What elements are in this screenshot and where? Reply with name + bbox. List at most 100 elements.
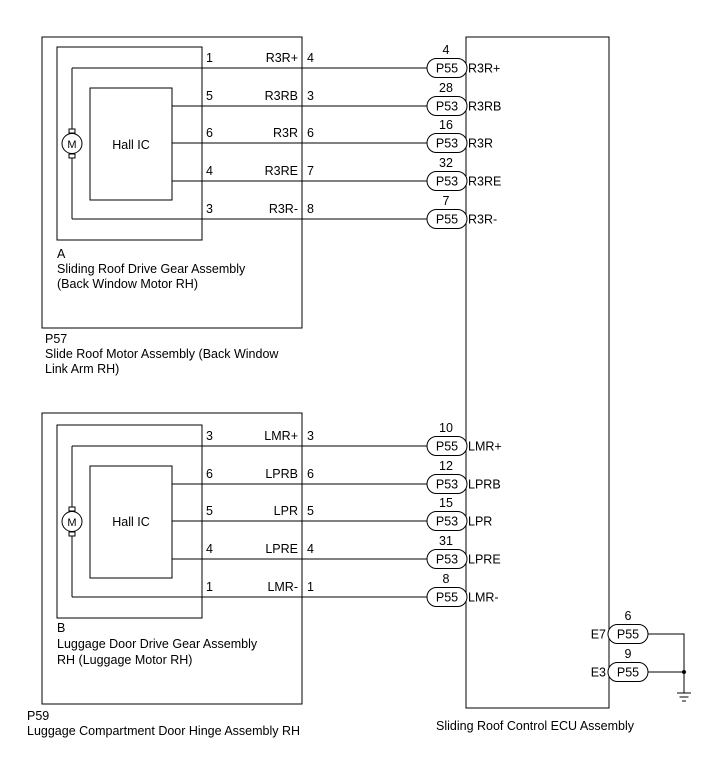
p59-wire-1-signal: LPRB [265,467,298,481]
ground-pin-0-signal: E7 [591,628,606,642]
ecu-title: Sliding Roof Control ECU Assembly [436,719,635,733]
ground-pin-1-connector-badge-label: P55 [617,666,639,680]
p59-connector-id: P59 [27,709,49,723]
p57-sub-line1: Sliding Roof Drive Gear Assembly [57,262,246,276]
p59-wire-2-ecu-signal: LPR [468,515,492,529]
p59-wire-2-ecu-pin: 15 [439,496,453,510]
p57-wire-0-inner-pin: 1 [206,51,213,65]
ground-pin-0-connector-badge-label: P55 [617,628,639,642]
p57-wire-2-connector-badge-label: P53 [436,137,458,151]
p59-wire-0-connector-badge-label: P55 [436,440,458,454]
p59-wire-2-connector-badge-label: P53 [436,515,458,529]
p59-wire-0-ecu-signal: LMR+ [468,440,502,454]
p57-title-line1: Slide Roof Motor Assembly (Back Window [45,347,279,361]
p57-motor-icon: M [61,128,83,159]
p57-wire-3-inner-pin: 4 [206,164,213,178]
p59-wire-0-ecu-pin: 10 [439,421,453,435]
p59-wire-1-connector-badge-label: P53 [436,478,458,492]
p59-wire-4-ecu-signal: LMR- [468,591,499,605]
p57-wire-4-inner-pin: 3 [206,202,213,216]
ground-pin-1-number: 9 [625,647,632,661]
p57-wire-4-connector-badge-label: P55 [436,213,458,227]
p59-wire-1-ecu-signal: LPRB [468,478,501,492]
p59-wire-3-signal: LPRE [265,542,298,556]
ground-pin-1-signal: E3 [591,666,606,680]
p59-wire-2-outer-pin: 5 [307,504,314,518]
p57-wire-2-outer-pin: 6 [307,126,314,140]
ground-icon [677,692,691,702]
p57-wire-0-ecu-pin: 4 [443,43,450,57]
p59-wire-4-connector-badge: P55 [426,587,468,607]
ground-pin-0-number: 6 [625,609,632,623]
p59-wire-3-connector-badge: P53 [426,549,468,569]
p59-wire-1-connector-badge: P53 [426,474,468,494]
p57-wire-4-ecu-signal: R3R- [468,213,497,227]
p59-wire-4-inner-pin: 1 [206,580,213,594]
p59-sub-line2: RH (Luggage Motor RH) [57,653,192,667]
p57-wire-0-outer-pin: 4 [307,51,314,65]
p57-wire-0-ecu-signal: R3R+ [468,62,500,76]
p57-sub-line2: (Back Window Motor RH) [57,277,198,291]
p59-sub-line1: Luggage Door Drive Gear Assembly [57,637,258,651]
p57-wire-1-ecu-pin: 28 [439,81,453,95]
ground-wire-e7 [648,633,685,672]
p57-wire-3-connector-badge: P53 [426,171,468,191]
p59-sub-letter: B [57,621,65,635]
p57-wire-3-ecu-pin: 32 [439,156,453,170]
p59-wire-1-outer-pin: 6 [307,467,314,481]
p57-wire-3-ecu-signal: R3RE [468,175,501,189]
p57-wire-2-signal: R3R [273,126,298,140]
p59-wire-2-inner-pin: 5 [206,504,213,518]
p59-wire-0-signal: LMR+ [264,429,298,443]
p57-hall-ic-box [89,87,173,201]
p57-wire-3-signal: R3RE [265,164,298,178]
p57-wire-1-inner-pin: 5 [206,89,213,103]
p57-wire-0-connector-badge: P55 [426,58,468,78]
p57-wire-1-signal: R3RB [265,89,298,103]
p57-wire-4-outer-pin: 8 [307,202,314,216]
p59-wire-4-outer-pin: 1 [307,580,314,594]
p57-wire-1-connector-badge: P53 [426,96,468,116]
p59-wire-3-connector-badge-label: P53 [436,553,458,567]
p59-wire-4-ecu-pin: 8 [443,572,450,586]
p59-wire-4-connector-badge-label: P55 [436,591,458,605]
p57-connector-id: P57 [45,332,67,346]
p57-wire-2-connector-badge: P53 [426,133,468,153]
p59-wire-0-outer-pin: 3 [307,429,314,443]
ground-junction-dot [682,670,686,674]
p57-outer-box [41,36,303,329]
p57-wire-1-ecu-signal: R3RB [468,100,501,114]
p59-wire-3-inner-pin: 4 [206,542,213,556]
p57-hall-ic-label: Hall IC [112,138,150,152]
p57-wire-4-ecu-pin: 7 [443,194,450,208]
p59-wire-3-ecu-signal: LPRE [468,553,501,567]
p59-hall-ic-label: Hall IC [112,515,150,529]
p59-wire-0-inner-pin: 3 [206,429,213,443]
p59-wire-2-connector-badge: P53 [426,511,468,531]
p57-wire-3-connector-badge-label: P53 [436,175,458,189]
p57-sub-letter: A [57,247,66,261]
p57-wire-1-outer-pin: 3 [307,89,314,103]
p59-motor-icon: M [61,506,83,537]
p59-wire-1-ecu-pin: 12 [439,459,453,473]
p59-wire-1-inner-pin: 6 [206,467,213,481]
ground-pin-1-connector-badge: P55 [607,662,649,682]
p59-title-line1: Luggage Compartment Door Hinge Assembly … [27,724,300,738]
p57-wire-2-ecu-signal: R3R [468,137,493,151]
ground-pin-0-connector-badge: P55 [607,624,649,644]
p59-wire-3-outer-pin: 4 [307,542,314,556]
p57-wire-4-connector-badge: P55 [426,209,468,229]
p57-wire-0-signal: R3R+ [266,51,298,65]
p57-motor-symbol: M [67,139,76,151]
p57-title-line2: Link Arm RH) [45,362,119,376]
p59-wire-0-connector-badge: P55 [426,436,468,456]
p59-wire-4-signal: LMR- [267,580,298,594]
p57-wire-1-connector-badge-label: P53 [436,100,458,114]
p57-wire-0-connector-badge-label: P55 [436,62,458,76]
p57-wire-2-inner-pin: 6 [206,126,213,140]
p57-wire-4-signal: R3R- [269,202,298,216]
